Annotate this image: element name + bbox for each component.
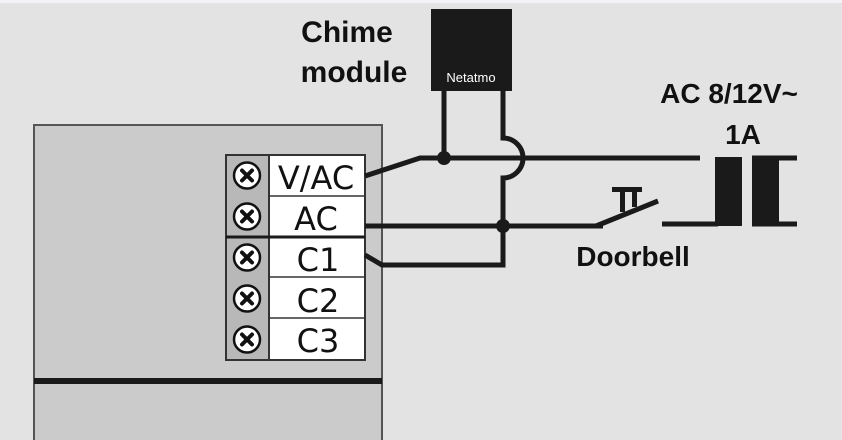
doorbell-button-icon <box>612 187 642 212</box>
chime-module-box <box>431 9 512 91</box>
wire-chime-right <box>500 91 526 225</box>
chime-module-brand: Netatmo <box>446 70 495 85</box>
terminal-face <box>269 156 364 359</box>
junction-dot <box>496 219 510 233</box>
terminal-label-c3: C3 <box>297 322 340 360</box>
screw-icon <box>232 284 262 313</box>
doorbell-label: Doorbell <box>576 241 690 272</box>
transformer-secondary-core <box>752 157 779 226</box>
terminal-block: V/AC AC C1 C2 C3 <box>225 154 366 361</box>
chime-module-label-line2: module <box>301 56 408 89</box>
device-divider <box>34 378 382 384</box>
doorbell-switch-lever <box>595 198 659 229</box>
terminal-label-c1: C1 <box>297 241 340 279</box>
junction-dot <box>437 151 451 165</box>
terminal-label-c2: C2 <box>297 282 340 320</box>
wire-c1 <box>363 225 506 268</box>
terminal-label-vac: V/AC <box>278 159 354 197</box>
screw-icon <box>232 243 262 272</box>
screw-icon <box>232 202 262 231</box>
chime-module: Netatmo Chime module <box>301 9 512 91</box>
wire-vac <box>364 155 700 179</box>
transformer-label-line2: 1A <box>725 119 761 150</box>
screw-icon <box>232 161 262 190</box>
terminal-label-ac: AC <box>294 200 338 238</box>
transformer-primary-core <box>715 157 742 226</box>
top-strip <box>0 0 842 3</box>
chime-module-label-line1: Chime <box>301 16 393 49</box>
transformer-label-line1: AC 8/12V~ <box>660 78 798 109</box>
transformer-icon <box>715 157 779 226</box>
wires <box>363 91 797 268</box>
screw-icon <box>232 325 262 354</box>
